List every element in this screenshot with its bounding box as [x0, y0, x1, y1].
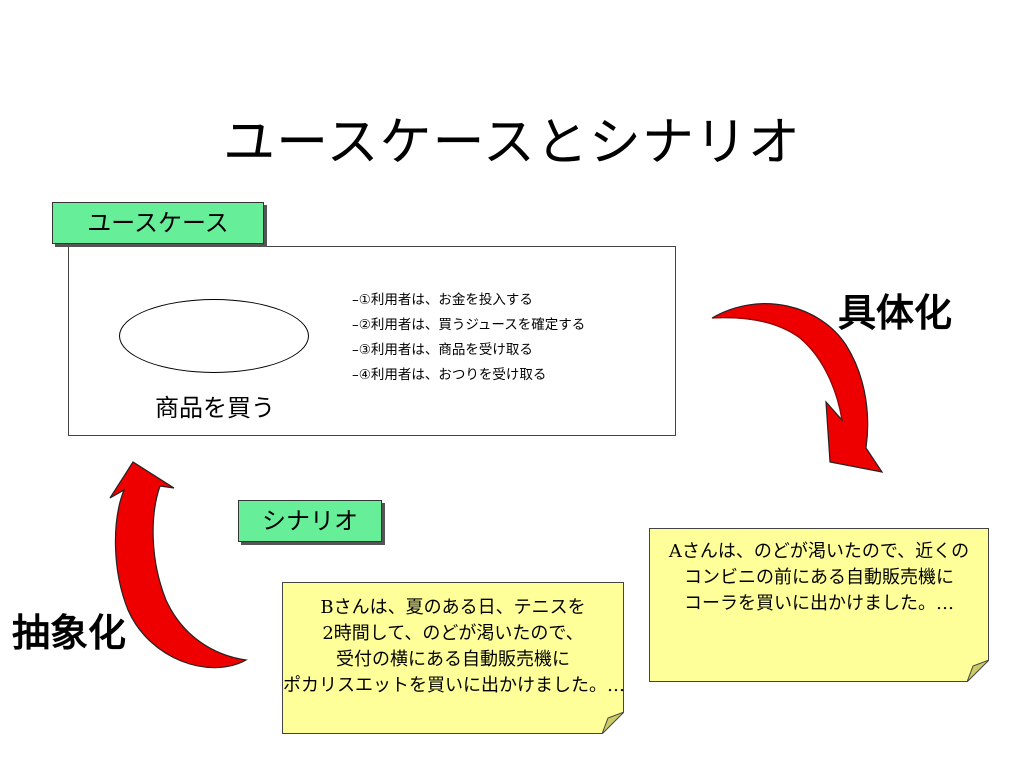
usecase-label: ユースケース: [52, 202, 264, 244]
slide-title: ユースケースとシナリオ: [223, 113, 801, 173]
usecase-step: –③利用者は、商品を受け取る: [352, 342, 533, 358]
page-fold-icon: [967, 660, 989, 682]
scenario-label: シナリオ: [238, 500, 382, 542]
usecase-name: 商品を買う: [155, 394, 275, 422]
usecase-step: –①利用者は、お金を投入する: [352, 292, 533, 308]
note-text-line: Bさんは、夏のある日、テニスを: [320, 597, 586, 618]
usecase-step: –②利用者は、買うジュースを確定する: [352, 317, 586, 333]
abstract-label: 抽象化: [12, 611, 127, 655]
usecase-step: –④利用者は、おつりを受け取る: [352, 367, 547, 383]
page-fold-icon: [602, 712, 624, 734]
note-text-line: 2時間して、のどが渇いたので、: [322, 623, 584, 644]
concrete-label: 具体化: [838, 291, 953, 335]
note-text-line: 受付の横にある自動販売機に: [336, 649, 570, 670]
scenario-note-a: Aさんは、のどが渇いたので、近くの コンビニの前にある自動販売機に コーラを買い…: [649, 528, 989, 682]
usecase-ellipse: [119, 299, 309, 373]
usecase-steps: –①利用者は、お金を投入する –②利用者は、買うジュースを確定する –③利用者は…: [352, 288, 585, 388]
note-text-line: コンビニの前にある自動販売機に: [684, 567, 954, 588]
note-text-line: Aさんは、のどが渇いたので、近くの: [668, 541, 970, 562]
note-text-line: コーラを買いに出かけました。…: [684, 593, 954, 614]
note-text-line: ポカリスエットを買いに出かけました。…: [283, 675, 625, 696]
scenario-note-b: Bさんは、夏のある日、テニスを 2時間して、のどが渇いたので、 受付の横にある自…: [282, 582, 625, 734]
